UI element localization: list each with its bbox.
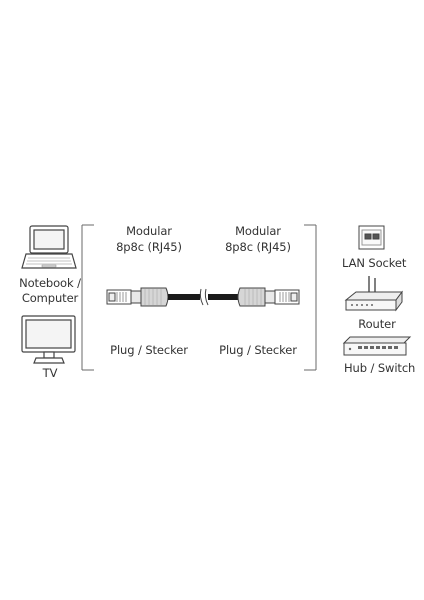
tv-label: TV	[42, 366, 58, 380]
lan-socket-label: LAN Socket	[342, 256, 407, 270]
rj45-plug-icon-right	[237, 287, 300, 307]
computer-label: Computer	[21, 291, 79, 305]
notebook-label: Notebook /	[19, 276, 81, 290]
router-label: Router	[358, 317, 396, 331]
left-bracket	[81, 224, 94, 371]
switch-icon	[342, 336, 412, 356]
right-connector-type-line1: Modular	[235, 224, 281, 238]
rj45-plug-icon	[106, 287, 169, 307]
right-connector-type-line2: 8p8c (RJ45)	[225, 240, 291, 254]
laptop-icon	[21, 225, 77, 269]
right-plug-label: Plug / Stecker	[219, 343, 297, 357]
network-cable-icon	[168, 288, 238, 306]
lan-socket-icon	[358, 225, 385, 250]
left-plug-label: Plug / Stecker	[110, 343, 188, 357]
monitor-icon	[21, 315, 76, 364]
right-bracket	[304, 224, 317, 371]
left-connector-type-line2: 8p8c (RJ45)	[116, 240, 182, 254]
left-connector-type-line1: Modular	[126, 224, 172, 238]
hub-switch-label: Hub / Switch	[344, 361, 416, 375]
router-icon	[344, 276, 403, 312]
